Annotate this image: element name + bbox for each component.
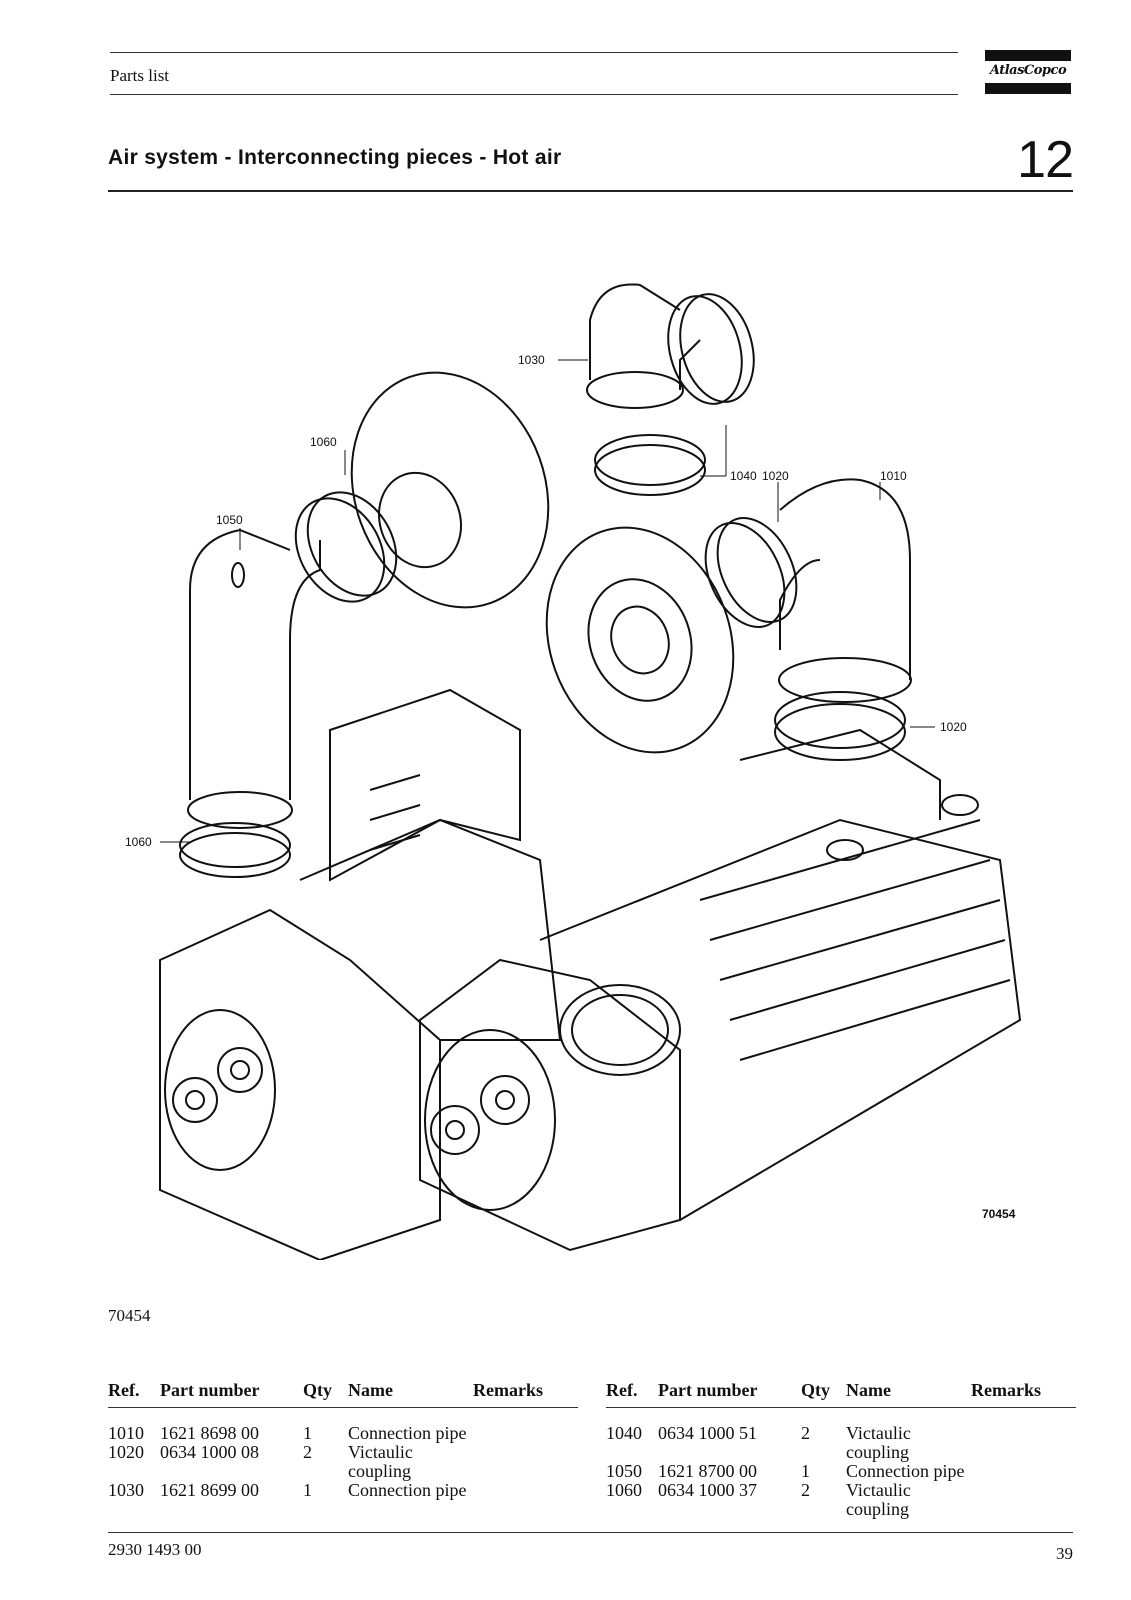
callout-1010: 1010 [880,469,907,483]
logo-bar-bottom [985,83,1071,94]
figure-reference: 70454 [108,1306,151,1325]
cell-name: Victaulic coupling [348,1442,413,1481]
col-ref: Ref. [606,1380,658,1408]
table-row: 1050 1621 8700 00 1 Connection pipe [606,1462,1076,1481]
parts-table-header: Ref. Part number Qty Name Remarks [108,1380,578,1408]
col-qty: Qty [303,1380,348,1408]
connection-pipe-1010 [778,478,912,703]
table-row: 1020 0634 1000 08 2 Victaulic coupling [108,1443,578,1481]
page-title: Air system - Interconnecting pieces - Ho… [108,146,562,169]
title-rule [108,190,1073,192]
cell-remarks [971,1462,1076,1481]
coupling-1060-lower [179,822,291,878]
table-row: 1030 1621 8699 00 1 Connection pipe [108,1481,578,1500]
cell-part-number: 1621 8698 00 [160,1423,259,1443]
callout-1030: 1030 [518,353,545,367]
logo-text: AtlasCopco [989,63,1067,78]
coupling-1040-lower [594,434,706,496]
table-row: 1040 0634 1000 51 2 Victaulic coupling [606,1408,1076,1463]
cell-name: Connection pipe [348,1480,467,1500]
callout-labels: 1030 1040 1020 1010 1020 1060 1050 1060 … [125,353,1016,1221]
header-rule-top [110,52,958,53]
coupling-1020-upper [704,517,798,628]
col-remarks: Remarks [971,1380,1076,1408]
cell-qty: 1 [303,1423,312,1443]
cell-qty: 2 [303,1442,312,1462]
callout-1060-upper: 1060 [310,435,337,449]
drawing-number: 70454 [982,1207,1016,1221]
chapter-number: 12 [1017,131,1074,189]
cell-remarks [971,1481,1076,1519]
cell-part-number: 0634 1000 08 [160,1442,259,1462]
cell-qty: 1 [801,1461,810,1481]
col-part-number: Part number [160,1380,303,1408]
cell-qty: 2 [801,1480,810,1500]
parts-table-left: Ref. Part number Qty Name Remarks 1010 1… [108,1380,578,1500]
connection-pipe-1030 [586,283,701,409]
section-label: Parts list [110,66,170,85]
cell-name: Connection pipe [846,1461,965,1481]
cell-part-number: 1621 8700 00 [658,1461,757,1481]
callout-1040: 1040 [730,469,757,483]
cell-remarks [473,1443,578,1481]
logo-bar-top [985,50,1071,61]
cell-part-number: 1621 8699 00 [160,1480,259,1500]
atlas-copco-logo: AtlasCopco [985,50,1071,94]
left-blower-housing [159,688,562,1260]
parts-table-right: Ref. Part number Qty Name Remarks 1040 0… [606,1380,1076,1519]
right-blower-housing [419,728,1022,1252]
cell-ref: 1050 [606,1461,642,1481]
cell-name: Victaulic coupling [846,1423,911,1462]
cell-remarks [473,1408,578,1444]
col-name: Name [348,1380,473,1408]
callout-1060-lower: 1060 [125,835,152,849]
cell-remarks [473,1481,578,1500]
cell-name: Connection pipe [348,1423,467,1443]
page-number: 39 [1056,1544,1073,1563]
cell-part-number: 0634 1000 51 [658,1423,757,1443]
connection-pipe-1050 [187,528,321,829]
col-remarks: Remarks [473,1380,578,1408]
flange-cover-upper [350,371,550,609]
header-rule-bottom [110,94,958,95]
col-qty: Qty [801,1380,846,1408]
table-row: 1060 0634 1000 37 2 Victaulic coupling [606,1481,1076,1519]
cell-part-number: 0634 1000 37 [658,1480,757,1500]
footer-rule [108,1532,1073,1533]
callout-1020-lower: 1020 [940,720,967,734]
coupling-1060-upper [294,491,398,603]
cell-qty: 2 [801,1423,810,1443]
callout-leaders [160,359,935,843]
coupling-1020-lower [774,691,906,761]
cell-ref: 1010 [108,1423,144,1443]
cell-name: Victaulic coupling [846,1480,911,1519]
document-number: 2930 1493 00 [108,1540,202,1559]
callout-1050: 1050 [216,513,243,527]
col-ref: Ref. [108,1380,160,1408]
cell-ref: 1020 [108,1442,144,1462]
cell-ref: 1040 [606,1423,642,1443]
callout-1020-upper: 1020 [762,469,789,483]
cell-ref: 1060 [606,1480,642,1500]
cell-ref: 1030 [108,1480,144,1500]
cell-qty: 1 [303,1480,312,1500]
col-part-number: Part number [658,1380,801,1408]
col-name: Name [846,1380,971,1408]
cell-remarks [971,1408,1076,1463]
exploded-view-drawing: 1030 1040 1020 1010 1020 1060 1050 1060 … [125,283,1022,1260]
flange-cover-lower [545,526,735,754]
table-row: 1010 1621 8698 00 1 Connection pipe [108,1408,578,1444]
parts-table-header: Ref. Part number Qty Name Remarks [606,1380,1076,1408]
